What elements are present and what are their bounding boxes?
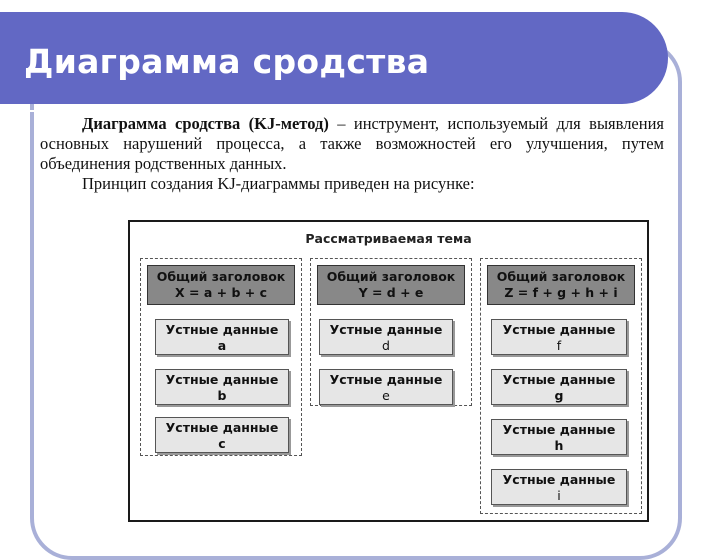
card-label: Устные данные — [165, 372, 279, 387]
card-label: Устные данные — [502, 322, 616, 337]
group-header: Общий заголовок X = a + b + c — [147, 265, 295, 305]
card-label: Устные данные — [329, 372, 443, 387]
group-header: Общий заголовок Y = d + e — [317, 265, 465, 305]
title-bar: Диаграмма сродства — [0, 12, 668, 112]
figure-topic: Рассматриваемая тема — [305, 231, 472, 246]
term-kj-method: Диаграмма сродства (KJ-метод) — [82, 114, 329, 133]
slide-body: Диаграмма сродства (KJ-метод) – инструме… — [40, 114, 664, 194]
data-card: Устные данные i — [491, 469, 627, 505]
card-label: Устные данные — [329, 322, 443, 337]
title-rule — [0, 110, 640, 112]
card-letter: a — [217, 338, 227, 353]
card-letter: i — [557, 488, 561, 503]
header-formula: Y = d + e — [358, 285, 424, 300]
paragraph-principle: Принцип создания KJ-диаграммы приведен н… — [82, 174, 475, 193]
data-card: Устные данные d — [319, 319, 453, 355]
data-card: Устные данные h — [491, 419, 627, 455]
kj-diagram-figure: Рассматриваемая тема Общий заголовок X =… — [128, 220, 649, 522]
card-letter: d — [382, 338, 390, 353]
card-letter: e — [382, 388, 390, 403]
card-letter: b — [217, 388, 227, 403]
group-y: Общий заголовок Y = d + e Устные данные … — [310, 258, 472, 406]
card-letter: c — [218, 436, 226, 451]
card-label: Устные данные — [165, 420, 279, 435]
card-letter: f — [556, 338, 562, 353]
data-card: Устные данные g — [491, 369, 627, 405]
definition-text: – инструмент, используемый для выявления… — [40, 114, 665, 173]
data-card: Устные данные f — [491, 319, 627, 355]
header-formula: Z = f + g + h + i — [504, 285, 618, 300]
group-x: Общий заголовок X = a + b + c Устные дан… — [140, 258, 302, 456]
group-z: Общий заголовок Z = f + g + h + i Устные… — [480, 258, 642, 514]
paragraph-definition: Диаграмма сродства (KJ-метод) – инструме… — [40, 114, 664, 174]
header-title: Общий заголовок — [496, 269, 626, 284]
data-card: Устные данные a — [155, 319, 289, 355]
card-letter: h — [554, 438, 564, 453]
group-header: Общий заголовок Z = f + g + h + i — [487, 265, 635, 305]
card-label: Устные данные — [165, 322, 279, 337]
data-card: Устные данные b — [155, 369, 289, 405]
data-card: Устные данные c — [155, 417, 289, 453]
card-label: Устные данные — [502, 472, 616, 487]
header-formula: X = a + b + c — [175, 285, 267, 300]
card-letter: g — [554, 388, 564, 403]
header-title: Общий заголовок — [326, 269, 456, 284]
card-label: Устные данные — [502, 372, 616, 387]
data-card: Устные данные e — [319, 369, 453, 405]
slide-title: Диаграмма сродства — [24, 42, 430, 81]
header-title: Общий заголовок — [156, 269, 286, 284]
card-label: Устные данные — [502, 422, 616, 437]
